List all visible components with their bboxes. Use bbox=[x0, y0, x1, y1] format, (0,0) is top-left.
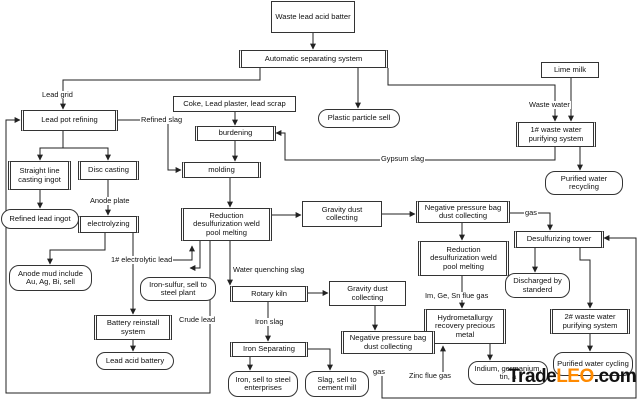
connector bbox=[275, 130, 556, 161]
label-im-ge-sn: Im, Ge, Sn flue gas bbox=[424, 291, 490, 301]
iron-separating-node: Iron Separating bbox=[230, 342, 308, 357]
neg-bag2-node: Negative pressure bag dust collecting bbox=[341, 331, 435, 354]
reduction2-node: Reduction desulfurization weld pool melt… bbox=[418, 241, 509, 276]
label-water-quenching: Water quenching slag bbox=[232, 265, 306, 275]
connector bbox=[387, 68, 558, 122]
label-refined-slag: Refined slag bbox=[140, 115, 184, 125]
molding-node: molding bbox=[182, 162, 261, 178]
coke-input-node: Coke, Lead plaster, lead scrap bbox=[173, 96, 296, 112]
watermark-main: Trade bbox=[508, 366, 557, 387]
lime-milk-node: Lime milk bbox=[541, 62, 599, 78]
reduction1-node: Reduction desulfurization weld pool melt… bbox=[181, 208, 272, 241]
watermark-accent: LEO bbox=[556, 366, 594, 387]
wastewater2-node: 2# waste water purifying system bbox=[550, 309, 630, 334]
lead-acid-battery-node: Lead acid battery bbox=[96, 352, 174, 370]
electrolyzing-node: electrolyzing bbox=[78, 216, 139, 233]
purified1-node: Purified water recycling bbox=[545, 171, 623, 195]
gravity1-node: Gravity dust collecting bbox=[302, 201, 382, 227]
anode-mud-node: Anode mud include Au, Ag, Bi, sell bbox=[9, 265, 92, 291]
rotary-kiln-node: Rotary kiln bbox=[230, 286, 308, 302]
refined-ingot-node: Refined lead ingot bbox=[1, 209, 79, 229]
connector bbox=[381, 235, 637, 399]
straight-line-node: Straight line casting ingot bbox=[8, 161, 71, 190]
iron-sulfur-node: Iron-sulfur, sell to steel plant bbox=[140, 277, 216, 301]
label-electrolytic-lead: 1# electrolytic lead bbox=[110, 255, 174, 265]
connector bbox=[510, 212, 553, 231]
label-anode-plate: Anode plate bbox=[89, 196, 131, 206]
connector bbox=[189, 241, 201, 271]
label-waste-water: Waste water bbox=[528, 100, 571, 110]
connector bbox=[47, 233, 106, 265]
purified2-node: Purified water cycling bbox=[553, 352, 633, 376]
tradeleo-watermark: TradeLEO.com bbox=[508, 366, 637, 388]
discharged-node: Discharged by standerd bbox=[505, 273, 570, 298]
lead-pot-refining-node: Lead pot refining bbox=[21, 110, 118, 131]
label-lead-grid: Lead grid bbox=[41, 90, 74, 100]
burdening-node: burdening bbox=[195, 126, 276, 141]
gravity2-node: Gravity dust collecting bbox=[329, 281, 406, 306]
watermark-tail: .com bbox=[593, 366, 637, 387]
connector bbox=[63, 147, 111, 161]
wastewater1-node: 1# waste water purifying system bbox=[516, 122, 596, 147]
label-gas-2: gas bbox=[372, 367, 386, 377]
label-gas-1: gas bbox=[524, 208, 538, 218]
connector bbox=[37, 131, 64, 161]
desulf-tower-node: Desulfurizing tower bbox=[514, 231, 604, 248]
label-gypsum-slag: Gypsum slag bbox=[380, 154, 426, 164]
auto-separating-node: Automatic separating system bbox=[239, 50, 388, 68]
connector bbox=[308, 348, 333, 371]
label-iron-slag: Iron slag bbox=[254, 317, 285, 327]
iron-sell-node: Iron, sell to steel enterprises bbox=[228, 371, 298, 397]
indium-node: Indium, germanium, tin, a bbox=[468, 361, 548, 385]
waste-battery-node: Waste lead acid batter bbox=[271, 1, 355, 33]
label-zinc-flue: Zinc flue gas bbox=[408, 371, 452, 381]
plastic-sell-node: Plastic particle sell bbox=[318, 109, 400, 128]
battery-reinstall-node: Battery reinstall system bbox=[94, 315, 172, 340]
connector bbox=[5, 117, 211, 394]
disc-casting-node: Disc casting bbox=[78, 161, 139, 180]
slag-sell-node: Slag, sell to cement mill bbox=[305, 371, 369, 397]
connector bbox=[579, 248, 593, 309]
label-crude-lead: Crude lead bbox=[178, 315, 217, 325]
neg-bag1-node: Negative pressure bag dust collecting bbox=[416, 201, 510, 223]
hydrometallurgy-node: Hydrometallurgy recovery precious metal bbox=[424, 309, 506, 344]
